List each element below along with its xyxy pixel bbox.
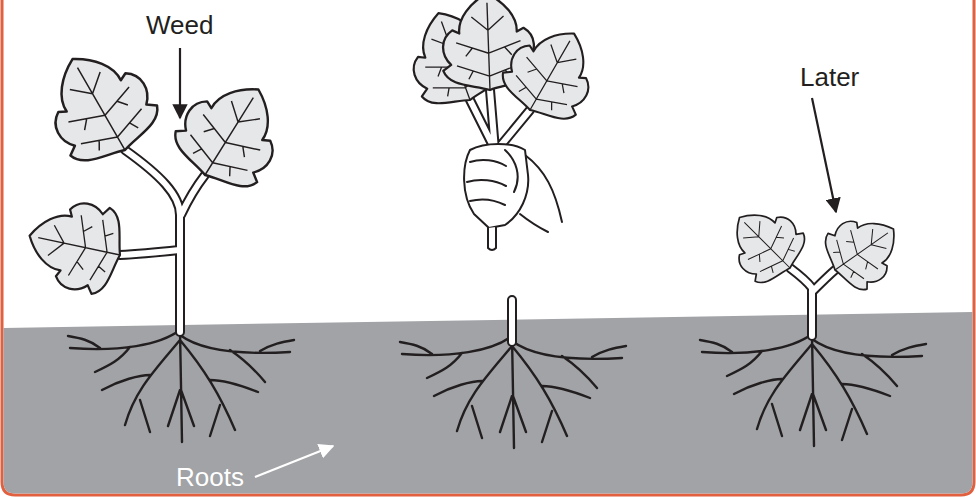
- weed-leaf: [815, 201, 912, 298]
- ground: [4, 312, 973, 494]
- weed-leaf: [20, 0, 913, 298]
- plant-label: Later: [800, 62, 859, 92]
- weed-leaf: [29, 34, 168, 175]
- weed-leaf: [494, 13, 611, 131]
- weed-leaf: [164, 64, 299, 200]
- leader-arrow: [180, 48, 836, 477]
- root-system: [68, 330, 926, 448]
- weed-leaf: [20, 193, 129, 298]
- leader-arrow: [255, 446, 333, 477]
- weed-leaf: [715, 193, 814, 292]
- hand: [467, 150, 518, 205]
- leader-arrow: [179, 48, 181, 118]
- plant-label: Roots: [176, 462, 244, 492]
- plant-label: Weed: [146, 10, 213, 40]
- hand: [488, 227, 496, 250]
- hand: [464, 144, 528, 228]
- root-system: [700, 334, 926, 446]
- hand: [464, 144, 562, 250]
- root-system: [68, 330, 294, 442]
- root-system: [400, 336, 626, 448]
- leader-arrow: [812, 98, 836, 212]
